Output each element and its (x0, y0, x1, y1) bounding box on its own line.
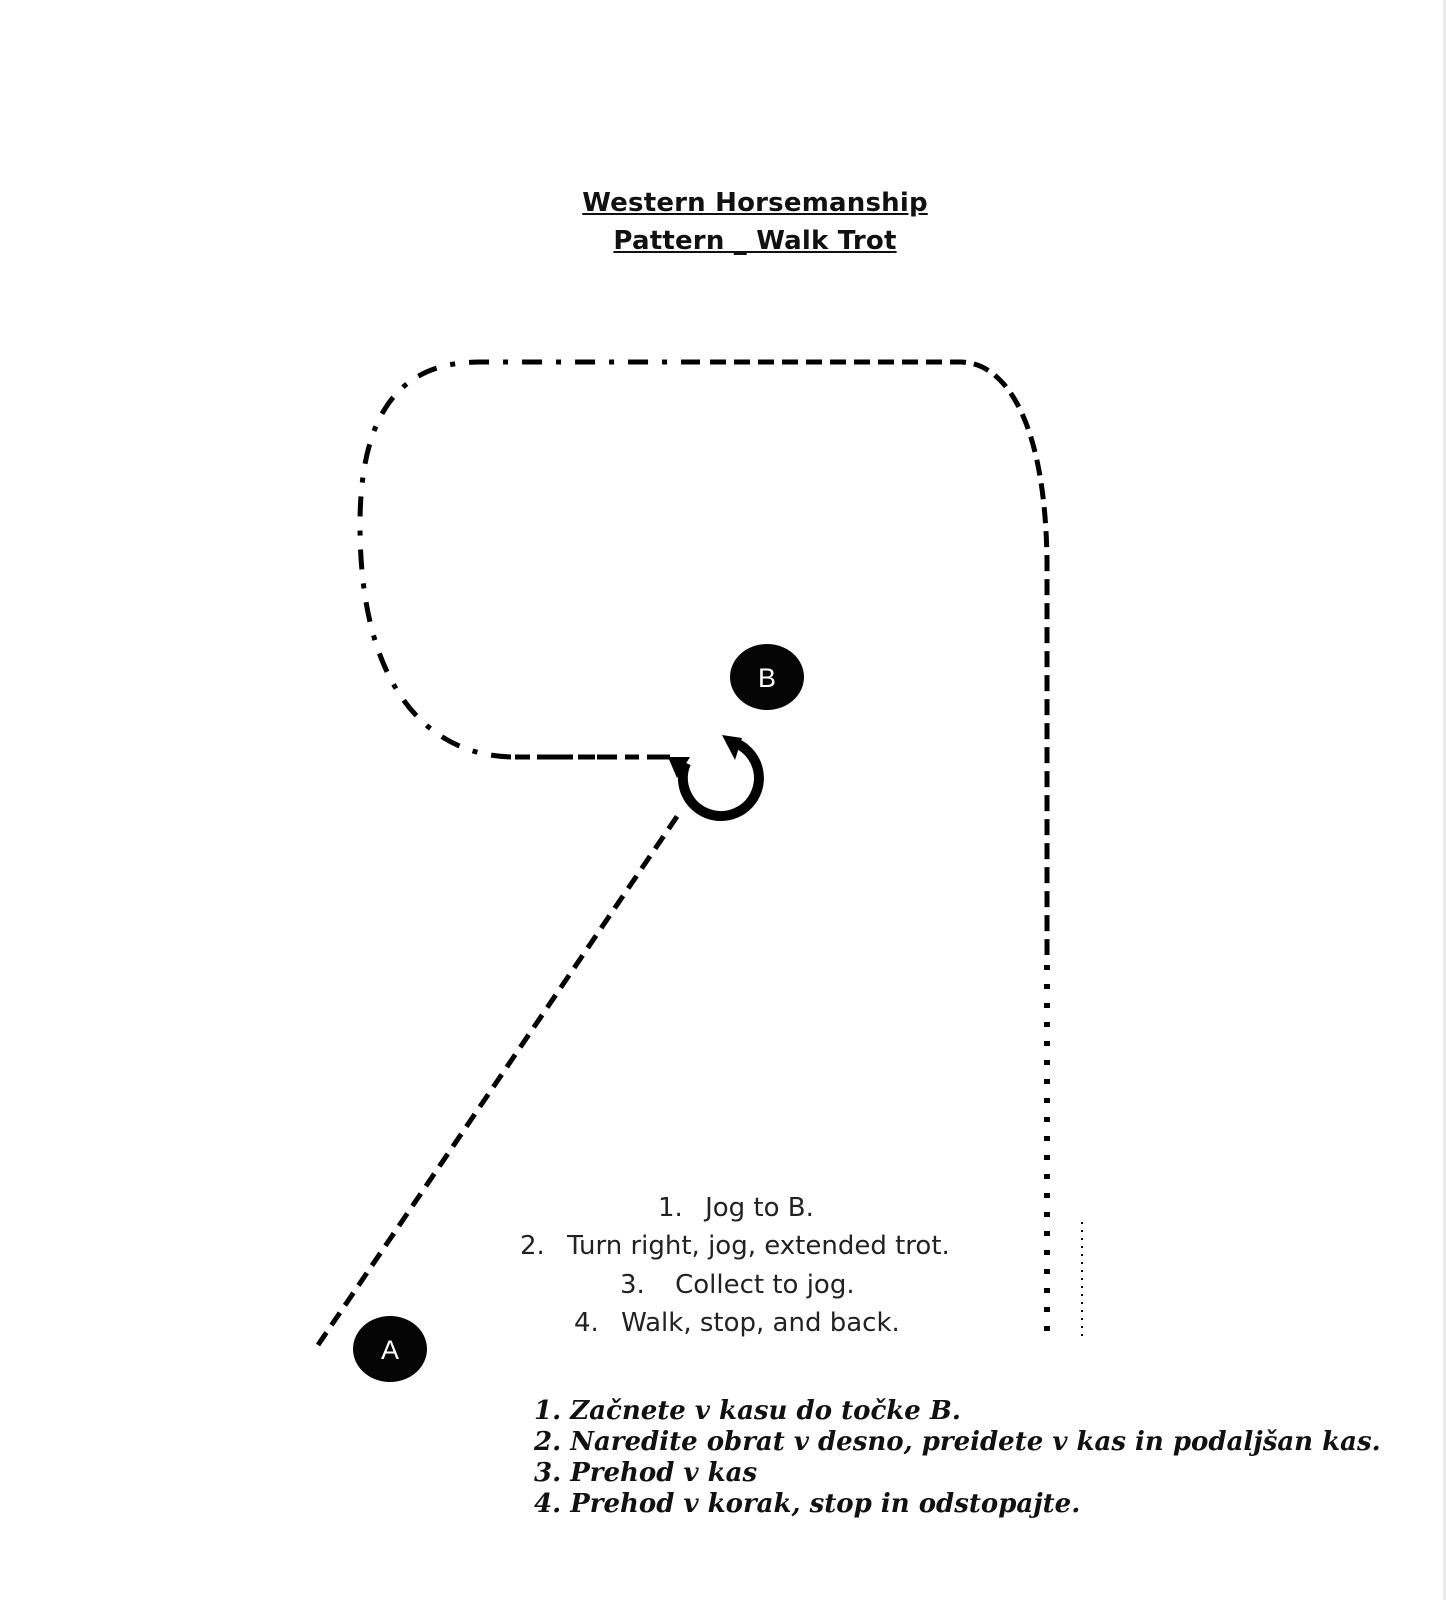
path-jog-to-b (315, 813, 681, 1347)
marker-a: A (353, 1316, 427, 1382)
marker-b: B (730, 644, 804, 710)
title-line-1: Western Horsemanship (582, 188, 928, 218)
title-line-2: Pattern _ Walk Trot (613, 226, 897, 256)
instruction-en-text: Collect to jog. (675, 1270, 855, 1300)
instruction-en-text: Walk, stop, and back. (621, 1308, 900, 1338)
instruction-en-2: 2. Turn right, jog, extended trot. (520, 1231, 950, 1261)
instructions-slovenian: 1. Začnete v kasu do točke B. 2. Naredit… (534, 1396, 1381, 1520)
instruction-en-text: Jog to B. (705, 1193, 814, 1223)
instruction-en-num: 1. (658, 1193, 683, 1223)
instruction-sl-2: 2. Naredite obrat v desno, preidete v ka… (534, 1427, 1381, 1457)
turn-right-arrow-icon (668, 735, 764, 822)
instruction-sl-4: 4. Prehod v korak, stop in odstopajte. (534, 1489, 1081, 1519)
marker-b-label: B (758, 663, 776, 693)
instruction-en-num: 4. (574, 1308, 599, 1338)
path-turn-loop (357, 359, 700, 760)
instruction-sl-1: 1. Začnete v kasu do točke B. (534, 1396, 961, 1426)
page-edge-shadow (1443, 0, 1446, 1600)
instruction-en-1: 1. Jog to B. (658, 1193, 814, 1223)
instruction-en-4: 4. Walk, stop, and back. (574, 1308, 900, 1338)
marker-a-label: A (381, 1335, 399, 1365)
instruction-en-num: 2. (520, 1231, 545, 1261)
instruction-en-text: Turn right, jog, extended trot. (567, 1231, 950, 1261)
instruction-sl-3: 3. Prehod v kas (534, 1458, 758, 1488)
instruction-en-num: 3. (620, 1270, 645, 1300)
instruction-en-3: 3. Collect to jog. (620, 1270, 855, 1300)
